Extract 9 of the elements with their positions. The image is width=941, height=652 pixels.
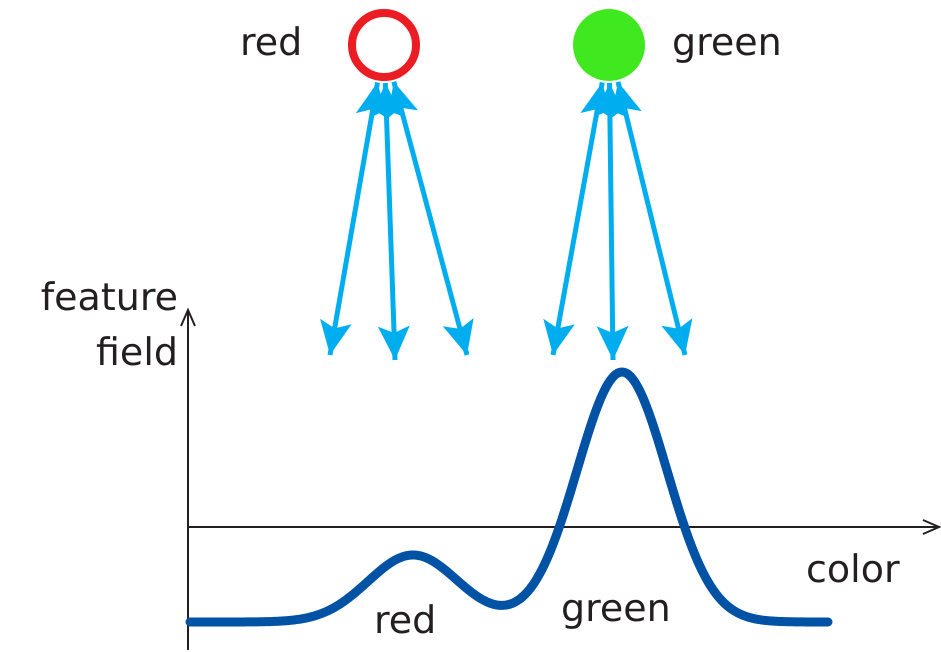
color-name: red (240, 19, 302, 66)
double-arrow (594, 82, 629, 360)
color-name: green (672, 19, 782, 66)
axis-title: feature field (40, 274, 178, 376)
axis-title: color (806, 546, 900, 593)
double-arrow (610, 81, 692, 356)
peak-label: red (374, 597, 436, 644)
peak-label: green (561, 585, 671, 632)
double-arrow (387, 81, 474, 356)
